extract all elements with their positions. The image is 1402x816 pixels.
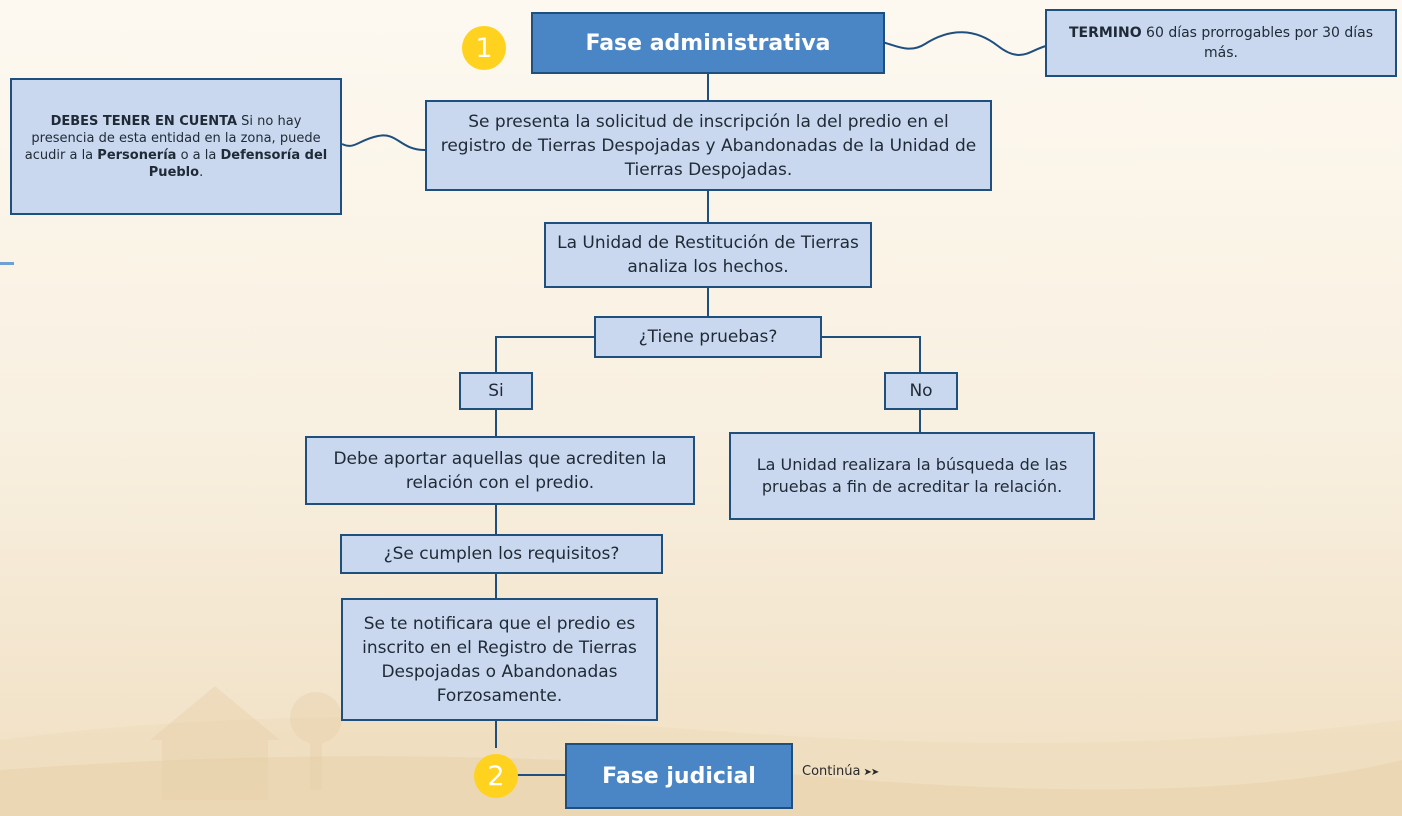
phase-2-number: 2 [487,760,505,792]
decision-has-evidence: ¿Tiene pruebas? [594,316,822,358]
term-note-bold: TERMINO [1068,25,1142,41]
defensoria-label: Defensoría del Pueblo [148,147,328,180]
branch-no-label: No [884,372,958,410]
left-accent-mark [0,262,14,265]
keep-in-mind-note: DEBES TENER EN CUENTA Si no hay presenci… [10,78,342,215]
phase-1-number-badge: 1 [462,26,506,70]
double-arrow-icon: ➤➤ [863,767,879,778]
phase-1-title: Fase administrativa [531,12,885,74]
keep-in-mind-title: DEBES TENER EN CUENTA [50,113,238,129]
phase-2-number-badge: 2 [474,754,518,798]
tree-icon [290,692,342,790]
step-unit-search: La Unidad realizara la búsqueda de las p… [729,432,1095,520]
term-note-text: 60 días prorrogables por 30 días más. [1141,25,1374,61]
phase-1-number: 1 [475,32,493,64]
house-icon [150,686,280,800]
step-provide-evidence: Debe aportar aquellas que acrediten la r… [305,436,695,505]
continue-link[interactable]: Continúa➤➤ [802,764,879,779]
decision-requirements: ¿Se cumplen los requisitos? [340,534,663,574]
continue-label: Continúa [802,764,861,779]
step-analysis: La Unidad de Restitución de Tierras anal… [544,222,872,288]
personeria-label: Personería [97,147,177,163]
term-note: TERMINO 60 días prorrogables por 30 días… [1045,9,1397,77]
step-notification: Se te notificara que el predio es inscri… [341,598,658,721]
step-request-registration: Se presenta la solicitud de inscripción … [425,100,992,191]
branch-yes-label: Si [459,372,533,410]
phase-2-title: Fase judicial [565,743,793,809]
